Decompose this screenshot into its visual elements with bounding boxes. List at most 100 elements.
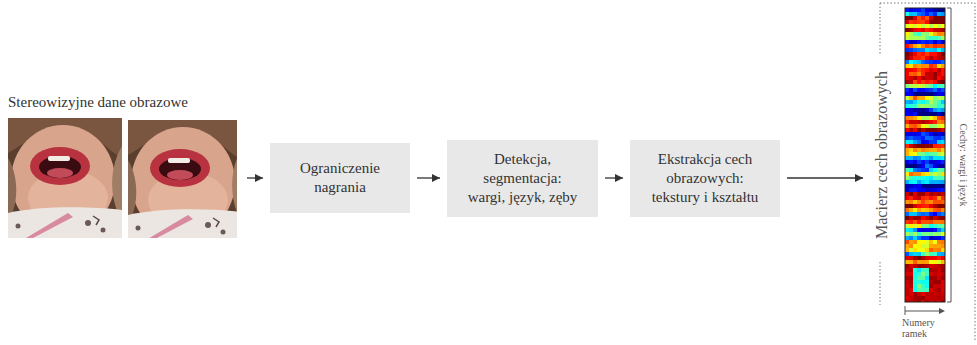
heatmap-cell <box>925 176 929 180</box>
feature-heatmap <box>905 8 945 302</box>
heatmap-cell <box>913 192 917 196</box>
frame-axis-arrow <box>905 306 940 315</box>
heatmap-cell <box>925 236 929 240</box>
heatmap-cell <box>917 16 921 20</box>
heatmap-cell <box>913 252 917 256</box>
heatmap-cell <box>941 48 945 52</box>
heatmap-cell <box>905 184 909 188</box>
heatmap-cell <box>913 40 917 44</box>
heatmap-cell <box>925 168 929 172</box>
heatmap-cell <box>933 216 937 220</box>
heatmap-cell <box>925 100 929 104</box>
heatmap-cell <box>909 288 913 292</box>
heatmap-cell <box>937 284 941 288</box>
heatmap-cell <box>925 84 929 88</box>
heatmap-cell <box>913 144 917 148</box>
heatmap-cell <box>929 60 933 64</box>
heatmap-cell <box>909 228 913 232</box>
heatmap-cell <box>933 236 937 240</box>
heatmap-cell <box>917 212 921 216</box>
heatmap-cell <box>933 248 937 252</box>
heatmap-cell <box>925 148 929 152</box>
heatmap-cell <box>921 240 925 244</box>
heatmap-cell <box>929 264 933 268</box>
heatmap-cell <box>905 228 909 232</box>
heatmap-cell <box>933 96 937 100</box>
heatmap-cell <box>933 88 937 92</box>
heatmap-cell <box>909 204 913 208</box>
heatmap-cell <box>905 272 909 276</box>
heatmap-cell <box>917 268 921 272</box>
heatmap-cell <box>933 260 937 264</box>
heatmap-cell <box>913 28 917 32</box>
frame-axis-head <box>939 308 945 314</box>
heatmap-cell <box>921 284 925 288</box>
heatmap-cell <box>933 124 937 128</box>
heatmap-cell <box>913 152 917 156</box>
heatmap-cell <box>921 224 925 228</box>
heatmap-cell <box>925 188 929 192</box>
heatmap-cell <box>905 116 909 120</box>
heatmap-cell <box>925 156 929 160</box>
heatmap-cell <box>909 168 913 172</box>
heatmap-cell <box>909 224 913 228</box>
heatmap-cell <box>925 272 929 276</box>
heatmap-cell <box>913 44 917 48</box>
heatmap-cell <box>909 252 913 256</box>
heatmap-cell <box>941 8 945 12</box>
heatmap-cell <box>905 96 909 100</box>
process-label: Detekcja, segmentacja: wargi, język, zęb… <box>465 150 580 207</box>
heatmap-cell <box>937 276 941 280</box>
heatmap-cell <box>925 8 929 12</box>
heatmap-cell <box>917 264 921 268</box>
heatmap-cell <box>925 296 929 300</box>
heatmap-cell <box>937 136 941 140</box>
right-photo-content <box>128 120 242 240</box>
heatmap-cell <box>905 92 909 96</box>
heatmap-cell <box>913 224 917 228</box>
heatmap-cell <box>909 196 913 200</box>
process-box: Ekstrakcja cech obrazowych: tekstury i k… <box>630 140 780 217</box>
heatmap-cell <box>941 20 945 24</box>
heatmap-cell <box>937 248 941 252</box>
heatmap-cell <box>917 196 921 200</box>
heatmap-cell <box>929 280 933 284</box>
heatmap-cell <box>929 148 933 152</box>
heatmap-cell <box>933 148 937 152</box>
heatmap-cell <box>905 128 909 132</box>
heatmap-cell <box>905 140 909 144</box>
heatmap-cell <box>921 176 925 180</box>
heatmap-cell <box>929 40 933 44</box>
heatmap-cell <box>917 176 921 180</box>
heatmap-cell <box>941 268 945 272</box>
heatmap-cell <box>933 16 937 20</box>
heatmap-cell <box>941 116 945 120</box>
heatmap-cell <box>913 268 917 272</box>
heatmap-cell <box>913 60 917 64</box>
heatmap-cell <box>909 216 913 220</box>
heatmap-cell <box>925 120 929 124</box>
heatmap-cell <box>933 24 937 28</box>
heatmap-cell <box>937 108 941 112</box>
heatmap-cell <box>917 12 921 16</box>
heatmap-cell <box>929 16 933 20</box>
heatmap-cell <box>941 164 945 168</box>
heatmap-cell <box>921 228 925 232</box>
heatmap-cell <box>909 240 913 244</box>
heatmap-cell <box>917 240 921 244</box>
heatmap-cell <box>937 260 941 264</box>
heatmap-cell <box>925 36 929 40</box>
heatmap-cell <box>921 28 925 32</box>
heatmap-cell <box>909 192 913 196</box>
heatmap-cell <box>905 60 909 64</box>
heatmap-cell <box>909 284 913 288</box>
heatmap-cell <box>937 172 941 176</box>
heatmap-cell <box>909 100 913 104</box>
heatmap-cell <box>917 204 921 208</box>
heatmap-cell <box>921 232 925 236</box>
heatmap-cell <box>921 148 925 152</box>
heatmap-cell <box>929 100 933 104</box>
heatmap-cell <box>929 156 933 160</box>
stereo-image-input: Stereowizyjne dane obrazowe <box>6 93 240 240</box>
heatmap-cell <box>941 252 945 256</box>
